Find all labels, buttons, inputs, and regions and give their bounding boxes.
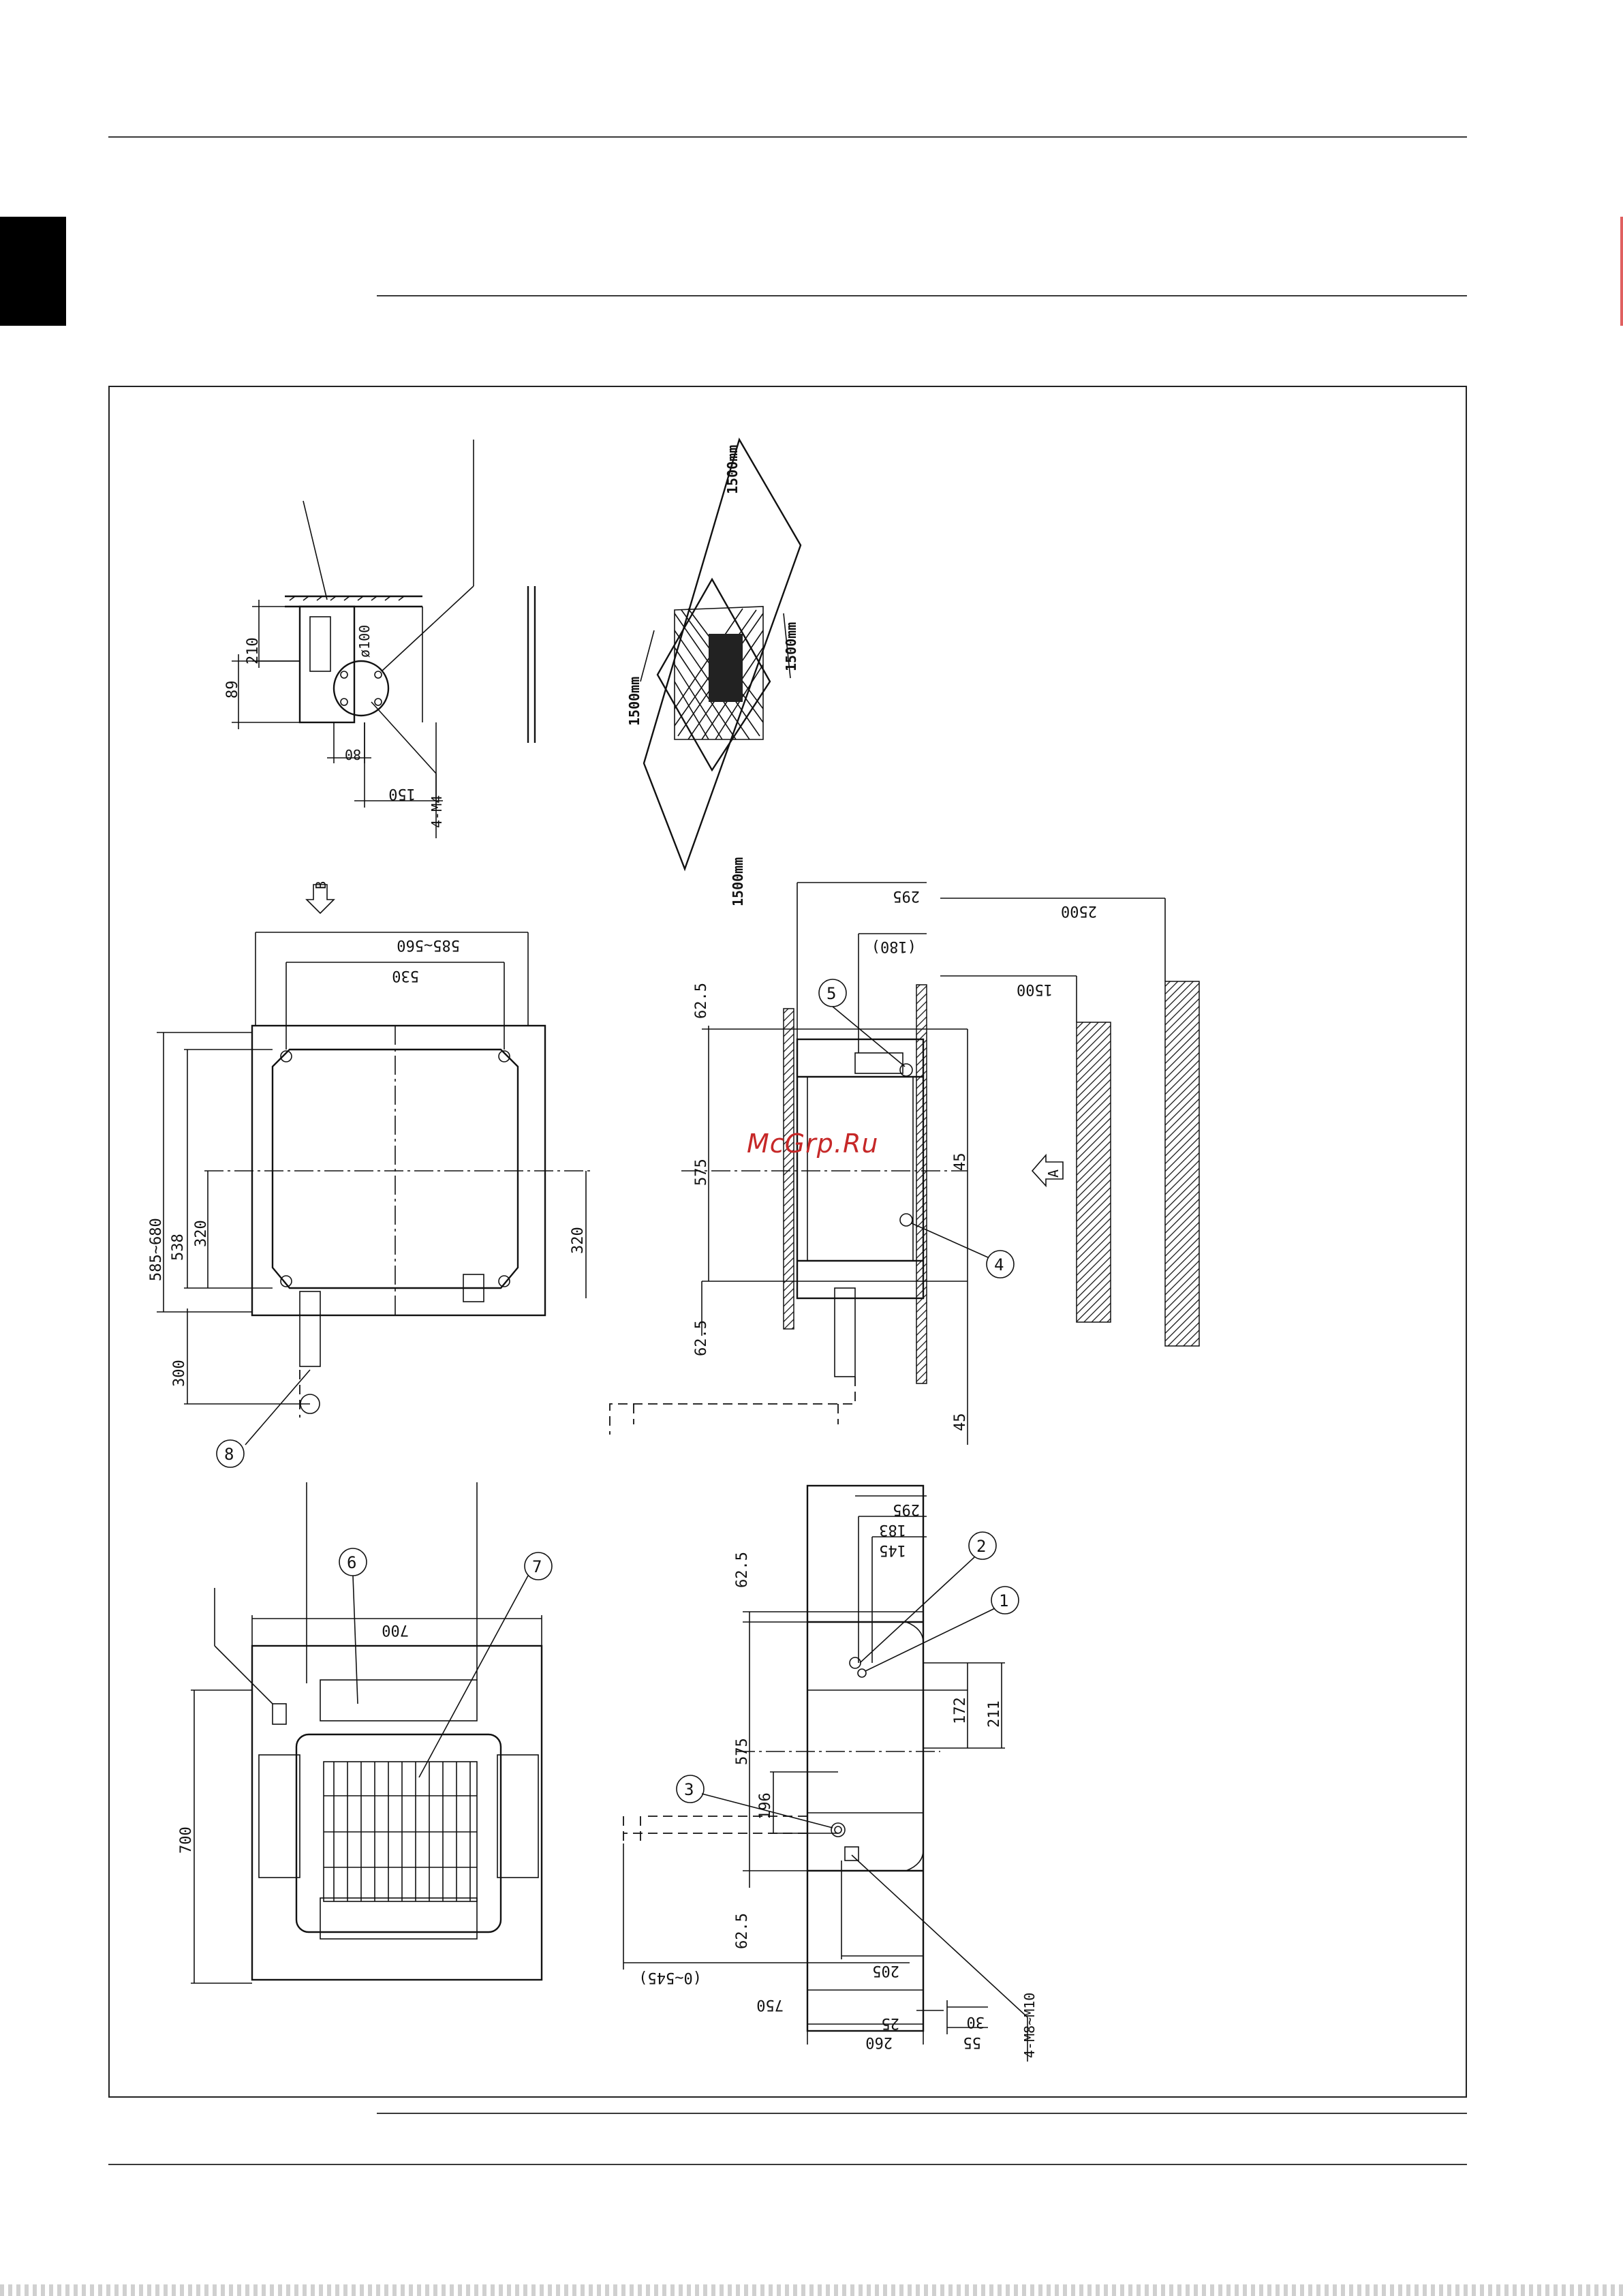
dim-183: 183 [879, 1521, 906, 1538]
dim-1500: 1500 [1017, 981, 1053, 998]
dim-145: 145 [879, 1542, 906, 1559]
dim-30: 30 [967, 2013, 985, 2030]
dim-55: 55 [963, 2034, 982, 2051]
dim-1500mm-right: 1500mm [783, 622, 799, 671]
view-arrow-b: B [313, 881, 329, 889]
dim-295: 295 [893, 887, 920, 904]
dim-205: 205 [872, 1962, 899, 1979]
callout-1: 1 [999, 1591, 1008, 1610]
dim-0-545: (0~545) [638, 1969, 702, 1986]
bolt-spec-4-m4: 4-M4 [429, 795, 445, 828]
dim-295-front: 295 [893, 1501, 920, 1518]
scan-edge [0, 2284, 1623, 2296]
dim-575-front: 575 [734, 1738, 751, 1765]
dim-62-5-top-front: 62.5 [734, 1552, 751, 1588]
callout-2: 2 [976, 1537, 986, 1556]
callout-4: 4 [994, 1255, 1004, 1274]
dim-211: 211 [986, 1700, 1003, 1728]
dim-172: 172 [952, 1697, 969, 1724]
callout-6: 6 [347, 1553, 356, 1572]
dim-700-horizontal: 700 [382, 1621, 409, 1638]
dim-45-lower: 45 [952, 1413, 969, 1432]
dim-300: 300 [171, 1360, 188, 1387]
dim-62-5-top: 62.5 [693, 983, 710, 1019]
dim-1500mm-left: 1500mm [626, 677, 643, 726]
dim-62-5-bottom-front: 62.5 [734, 1913, 751, 1949]
dim-2500: 2500 [1061, 902, 1097, 919]
callout-3: 3 [684, 1780, 694, 1799]
callout-7: 7 [532, 1557, 542, 1576]
dim-538: 538 [170, 1234, 187, 1261]
dim-1500mm-bottom: 1500mm [730, 857, 746, 906]
dim-150: 150 [388, 785, 416, 802]
hanger-detail-view: 210 89 150 80 ø100 4-M4 [224, 440, 535, 838]
dim-25: 25 [882, 2015, 900, 2032]
dim-530: 530 [392, 967, 419, 984]
dim-750: 750 [756, 1996, 784, 2013]
top-plan-view: 585~680 538 320 585~560 530 300 320 B [148, 881, 593, 1445]
dim-45-upper: 45 [952, 1153, 969, 1172]
footer-rule-upper [377, 2113, 1467, 2114]
dim-585-560: 585~560 [397, 936, 460, 953]
dim-1500mm-top: 1500mm [724, 445, 741, 494]
dim-260: 260 [865, 2034, 893, 2051]
dim-575: 575 [693, 1159, 710, 1186]
dim-62-5-bottom: 62.5 [693, 1320, 710, 1356]
panel-view: 8 6 7 700 700 [178, 1440, 552, 1983]
dim-196: 196 [757, 1792, 774, 1820]
dim-180: (180) [871, 938, 916, 955]
dim-585-680: 585~680 [148, 1218, 165, 1281]
side-view: 5 4 62.5 575 62.5 295 (180) 45 45 1500 2… [610, 883, 1199, 1445]
dim-dia100: ø100 [356, 625, 373, 658]
footer-rule-lower [108, 2164, 1467, 2165]
callout-5: 5 [826, 984, 836, 1003]
watermark: McGrp.Ru [747, 1129, 878, 1159]
dim-89: 89 [224, 681, 241, 699]
dim-210: 210 [245, 637, 262, 664]
front-view: 2 1 3 62.5 575 62.5 295 183 145 172 211 … [623, 1486, 1038, 2062]
view-arrow-a: A [1045, 1169, 1062, 1178]
callout-8: 8 [224, 1445, 234, 1464]
dim-320-left: 320 [193, 1220, 210, 1247]
dim-700-vertical: 700 [178, 1826, 195, 1854]
access-space-view: 1500mm 1500mm 1500mm 1500mm [626, 440, 801, 906]
dim-320-right: 320 [570, 1227, 587, 1254]
bolt-spec-4-m8-m10: 4-M8~M10 [1021, 1993, 1038, 2058]
dim-80: 80 [345, 746, 361, 763]
